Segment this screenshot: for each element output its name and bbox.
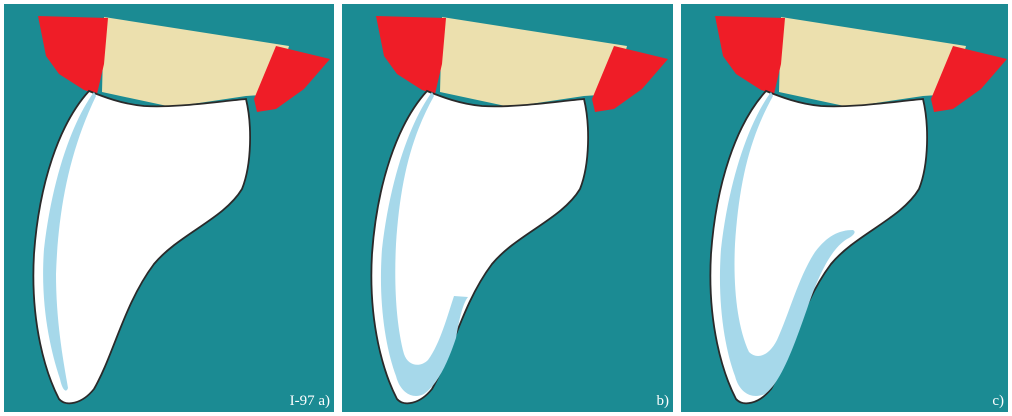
panel-caption: b): [657, 394, 670, 409]
panel-b: b): [342, 4, 673, 412]
panel-caption: c): [992, 394, 1004, 409]
panel-b-illustration: [342, 4, 673, 412]
panel-c: c): [681, 4, 1008, 412]
panel-a: I-97 a): [4, 4, 334, 412]
panel-a-illustration: [4, 4, 334, 412]
panel-caption: I-97 a): [290, 394, 330, 409]
panel-c-illustration: [681, 4, 1008, 412]
